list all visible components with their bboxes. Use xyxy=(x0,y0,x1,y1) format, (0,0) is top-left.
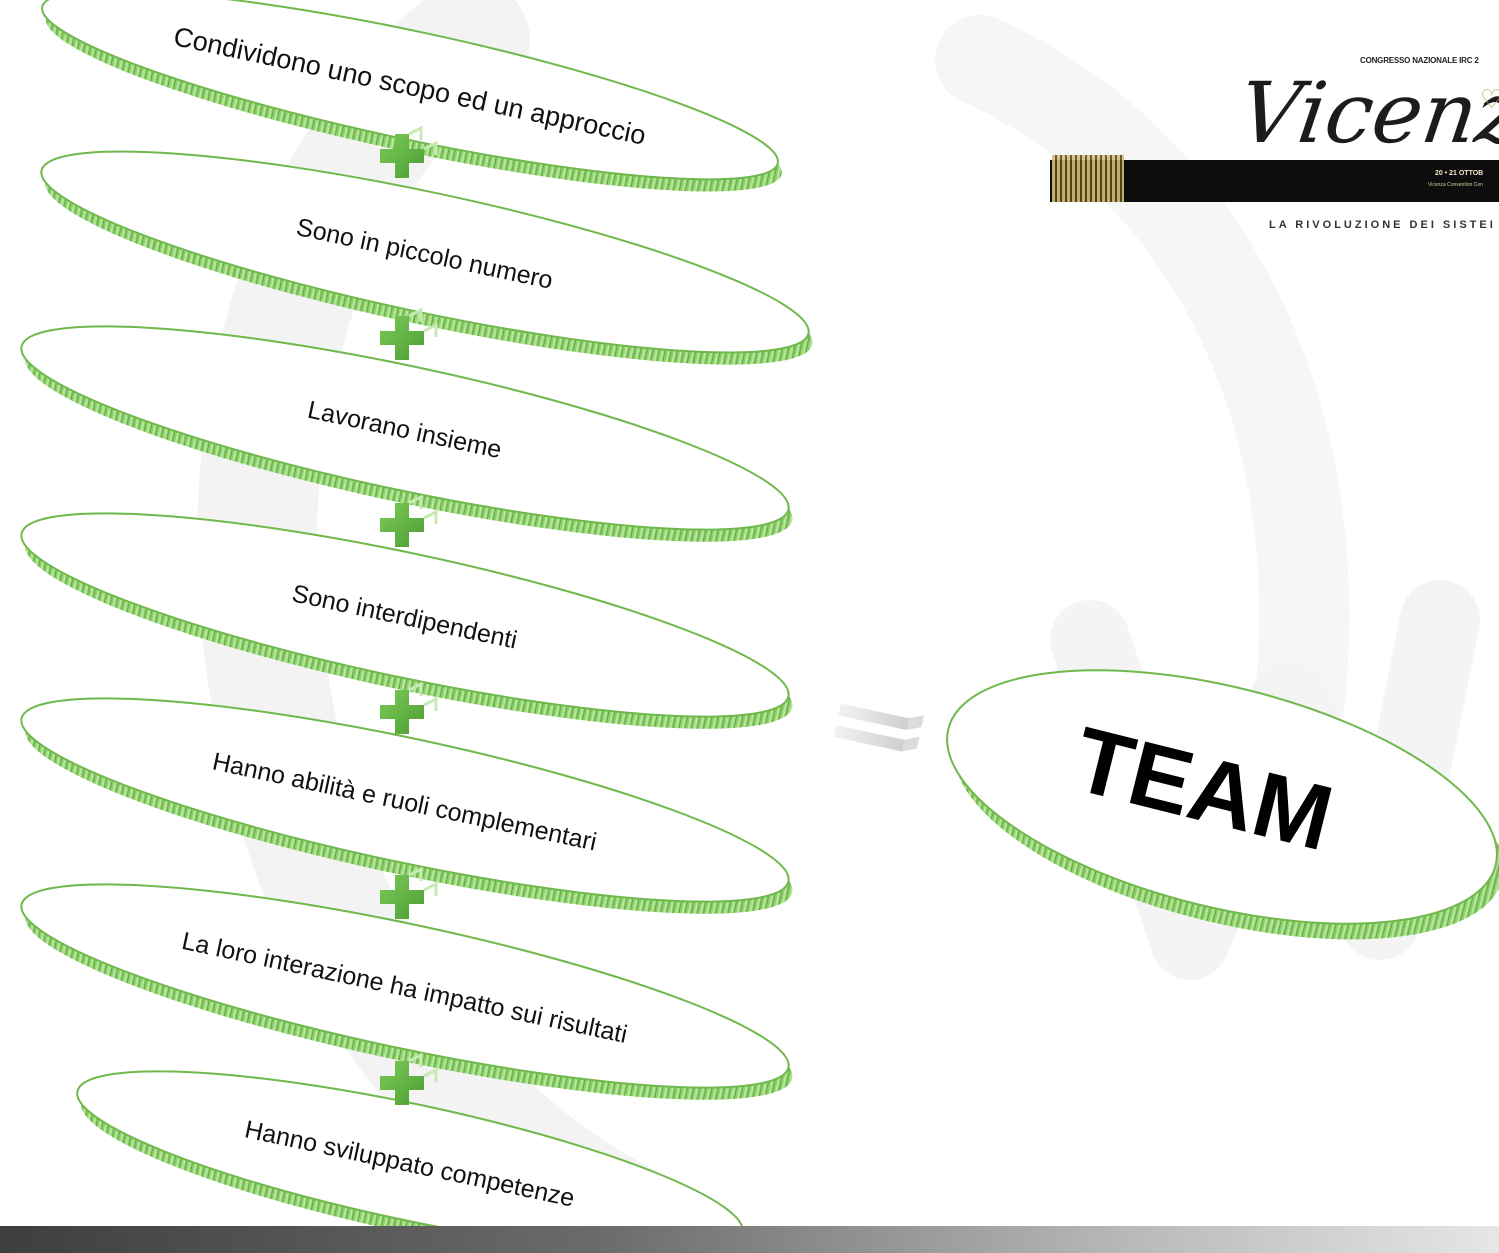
plus-icon xyxy=(380,494,438,547)
equals-icon xyxy=(833,703,925,752)
footer-gradient-bar xyxy=(0,1226,1499,1253)
item-disc: Lavorano insieme xyxy=(20,325,793,542)
congress-title: CONGRESSO NAZIONALE IRC 2 xyxy=(1360,56,1479,65)
item-disc: Sono interdipendenti xyxy=(20,512,793,729)
plus-icon xyxy=(380,866,438,919)
plus-icon xyxy=(380,1052,438,1105)
city-script: Vicenza xyxy=(1233,64,1499,162)
event-venue: Vicenza Convention Cen xyxy=(1428,182,1483,188)
team-disc: TEAM xyxy=(946,669,1499,940)
event-dates: 20 • 21 OTTOB xyxy=(1435,170,1484,177)
item-disc: Sono in piccolo numero xyxy=(40,150,813,365)
plus-icon xyxy=(380,125,438,178)
heart-icon: ♡ xyxy=(1480,84,1499,114)
item-disc: Hanno sviluppato competenze xyxy=(76,1070,747,1253)
logo-black-band xyxy=(1050,160,1499,202)
congress-tagline: LA RIVOLUZIONE DEI SISTEI xyxy=(1269,219,1496,231)
item-disc: Hanno abilità e ruoli complementari xyxy=(20,697,793,914)
congress-logo: CONGRESSO NAZIONALE IRC 2 Vicenza ♡ 20 •… xyxy=(1040,0,1499,240)
plus-icon xyxy=(380,681,438,734)
plus-icon xyxy=(380,307,438,360)
building-icon xyxy=(1052,155,1124,202)
